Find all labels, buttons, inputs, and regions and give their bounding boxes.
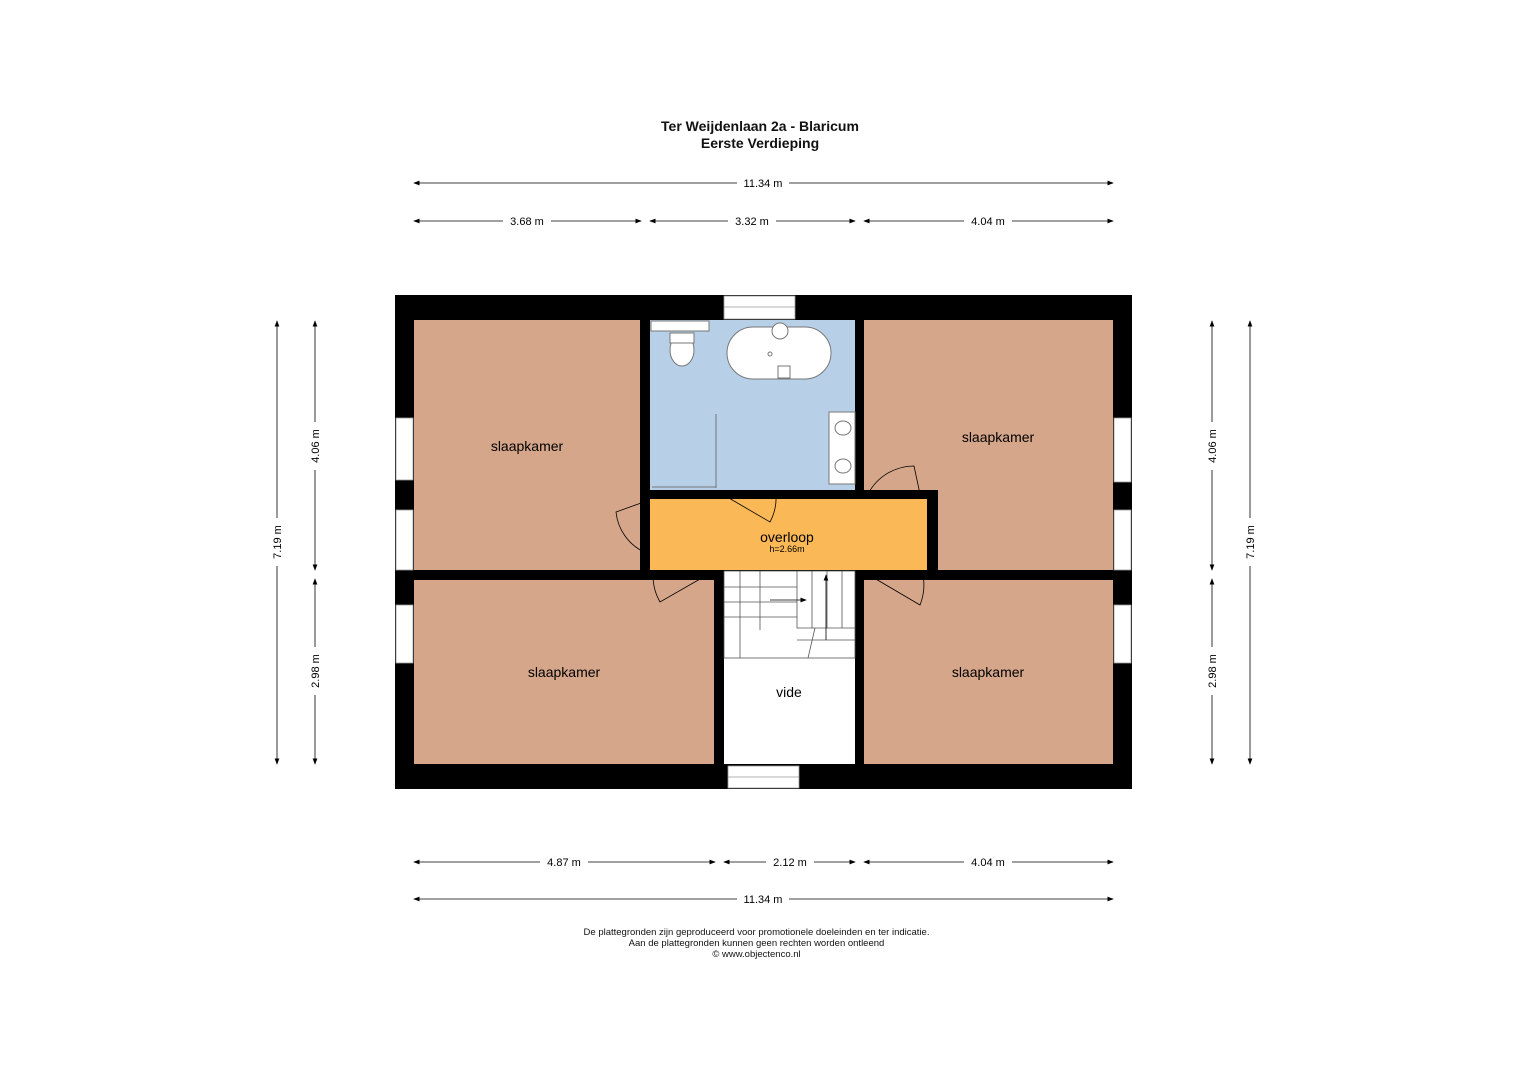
- floor-name: Eerste Verdieping: [700, 135, 820, 151]
- plan-title: Ter Weijdenlaan 2a - Blaricum: [661, 118, 859, 134]
- disclaimer-line-1: De plattegronden zijn geproduceerd voor …: [583, 927, 930, 938]
- svg-text:4.06 m: 4.06 m: [1207, 429, 1219, 463]
- dimension-bottom-right: 4.04 m: [863, 855, 1114, 869]
- svg-text:4.87 m: 4.87 m: [547, 857, 581, 869]
- dimension-left-lower: 2.98 m: [308, 578, 322, 765]
- bedroom-bottom-left: [414, 580, 714, 764]
- dimension-bottom-total: 11.34 m: [413, 892, 1114, 906]
- svg-text:4.04 m: 4.04 m: [971, 857, 1005, 869]
- dimension-bottom-middle: 2.12 m: [723, 855, 856, 869]
- svg-text:2.98 m: 2.98 m: [310, 654, 322, 688]
- svg-text:4.06 m: 4.06 m: [310, 429, 322, 463]
- dimension-right-upper: 4.06 m: [1205, 320, 1219, 571]
- disclaimer-line-2: Aan de plattegronden kunnen geen rechten…: [628, 938, 885, 949]
- landing-height: h=2.66m: [769, 544, 804, 554]
- dimension-top-total: 11.34 m: [413, 176, 1114, 190]
- doors: [615, 465, 925, 606]
- dimension-right-lower: 2.98 m: [1205, 578, 1219, 765]
- room-label-bedroom-top-right: slaapkamer: [962, 429, 1035, 445]
- svg-text:11.34 m: 11.34 m: [744, 894, 783, 906]
- dimension-top-right: 4.04 m: [863, 214, 1114, 228]
- windows: [395, 295, 1132, 789]
- bedroom-top-left: [414, 320, 640, 570]
- dimension-left-total: 7.19 m: [270, 320, 284, 765]
- stair-and-void: [724, 571, 855, 764]
- svg-text:4.04 m: 4.04 m: [971, 216, 1005, 228]
- svg-text:3.68 m: 3.68 m: [510, 216, 544, 228]
- room-label-bedroom-bottom-left: slaapkamer: [528, 664, 601, 680]
- room-label-bedroom-bottom-right: slaapkamer: [952, 664, 1025, 680]
- dimension-top-middle: 3.32 m: [649, 214, 856, 228]
- room-label-void: vide: [776, 684, 802, 700]
- dimension-top-left: 3.68 m: [413, 214, 642, 228]
- svg-text:2.12 m: 2.12 m: [773, 857, 807, 869]
- svg-text:2.98 m: 2.98 m: [1207, 654, 1219, 688]
- bedroom-bottom-right: [864, 580, 1113, 764]
- dimension-left-upper: 4.06 m: [308, 320, 322, 571]
- svg-text:7.19 m: 7.19 m: [1245, 525, 1257, 559]
- dimension-right-total: 7.19 m: [1243, 320, 1257, 765]
- dimension-bottom-left: 4.87 m: [413, 855, 716, 869]
- landing: [650, 499, 927, 570]
- bathroom-fixtures: [650, 320, 856, 488]
- copyright-line: © www.objectenco.nl: [712, 949, 801, 960]
- svg-text:7.19 m: 7.19 m: [272, 525, 284, 559]
- svg-text:3.32 m: 3.32 m: [735, 216, 769, 228]
- room-label-landing: overloop: [760, 529, 814, 545]
- room-label-bedroom-top-left: slaapkamer: [491, 438, 564, 454]
- dim-label: 11.34 m: [744, 178, 783, 190]
- staircase: [723, 570, 856, 659]
